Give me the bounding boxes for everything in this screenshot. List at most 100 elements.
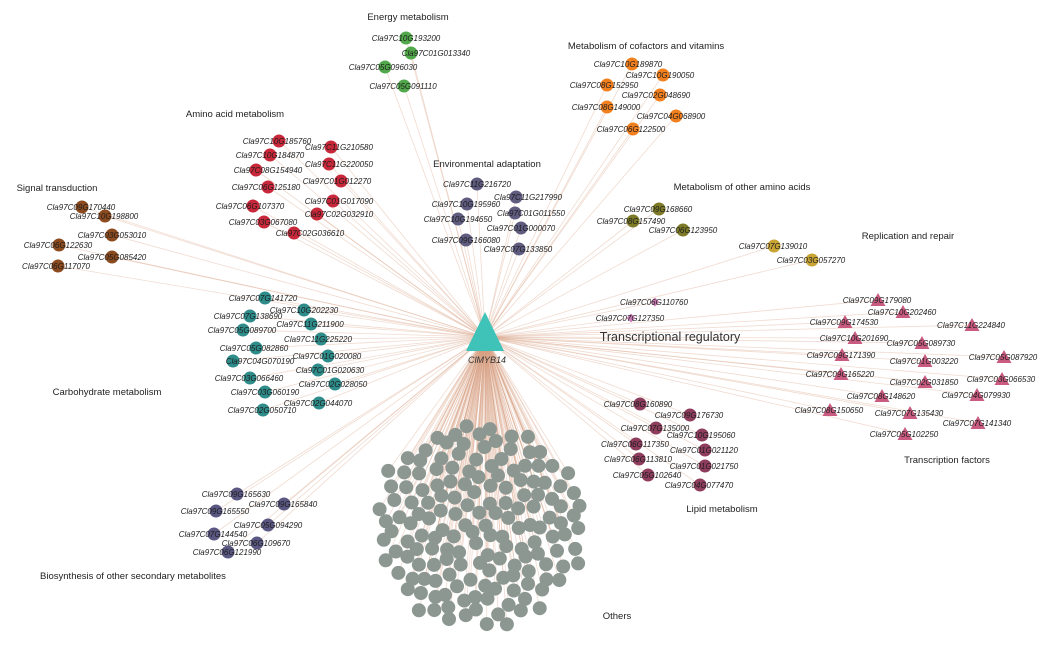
- gene-node-replication-and-repair: [767, 239, 781, 253]
- other-gene-node: [456, 437, 471, 451]
- gene-label-replication-and-repair: Cla97C03G057270: [777, 256, 846, 265]
- edge-others: [484, 336, 512, 437]
- other-gene-node: [468, 590, 483, 605]
- other-gene-node: [480, 591, 495, 606]
- gene-label-metabolism-of-other-amino-acids: Cla97C08G157490: [597, 217, 666, 226]
- gene-node-amino-acid-metabolism: [322, 157, 336, 171]
- other-gene-node: [400, 582, 415, 597]
- gene-label-biosynthesis-of-other-secondary-metabolites: Cla97C09G165630: [202, 490, 271, 499]
- gene-node-carbohydrate-metabolism: [297, 303, 311, 317]
- gene-node-environmental-adaptation: [514, 221, 528, 235]
- category-label-signal-transduction: Signal transduction: [17, 183, 98, 194]
- other-gene-node: [571, 556, 586, 571]
- other-gene-node: [425, 541, 440, 556]
- other-gene-node: [572, 498, 587, 513]
- edge-amino-acid-metabolism: [263, 221, 486, 338]
- other-gene-node: [498, 480, 513, 495]
- gene-label-amino-acid-metabolism: Cla97C02G032910: [305, 210, 374, 219]
- gene-label-amino-acid-metabolism: Cla97C10G184870: [236, 151, 305, 160]
- other-gene-node: [517, 488, 532, 503]
- gene-label-transcription-factors: Cla97C08G150650: [795, 406, 864, 415]
- other-gene-node: [469, 452, 484, 467]
- edge-others: [484, 336, 522, 481]
- other-gene-node: [535, 582, 550, 597]
- other-gene-node: [526, 499, 541, 514]
- edge-replication-and-repair: [484, 259, 813, 338]
- edge-others: [484, 336, 529, 437]
- edge-others: [484, 336, 551, 518]
- edge-biosynthesis-of-other-secondary-metabolites: [236, 336, 486, 495]
- edge-others: [484, 336, 553, 467]
- gene-node-carbohydrate-metabolism: [243, 371, 257, 385]
- other-gene-node: [483, 528, 498, 543]
- edge-others: [484, 336, 499, 476]
- edge-environmental-adaptation: [484, 196, 517, 338]
- edge-signal-transduction: [111, 256, 486, 338]
- gene-label-metabolism-of-cofactors-and-vitamins: Cla97C04G068900: [637, 112, 706, 121]
- other-gene-node: [482, 422, 497, 437]
- edge-carbohydrate-metabolism: [232, 336, 486, 362]
- gene-node-lipid-metabolism: [698, 443, 712, 457]
- edge-environmental-adaptation: [466, 203, 486, 338]
- other-gene-node: [522, 445, 537, 460]
- other-gene-node: [499, 617, 514, 632]
- gene-node-metabolism-of-cofactors-and-vitamins: [656, 68, 670, 82]
- gene-node-transcription-factors: [970, 416, 986, 429]
- gene-label-signal-transduction: Cla97C09G170440: [47, 203, 116, 212]
- gene-node-environmental-adaptation: [470, 177, 484, 191]
- gene-label-biosynthesis-of-other-secondary-metabolites: Cla97C09G165550: [181, 507, 250, 516]
- edge-others: [484, 336, 512, 450]
- hub-label: ClMYB14: [468, 355, 506, 365]
- other-gene-node: [459, 419, 474, 434]
- gene-label-transcription-factors: Cla97C09G174530: [810, 318, 879, 327]
- other-gene-node: [414, 528, 429, 543]
- gene-node-transcription-factors: [834, 348, 850, 361]
- gene-node-transcription-factors: [914, 336, 930, 349]
- edge-others: [437, 336, 486, 439]
- gene-label-lipid-metabolism: Cla97C05G102640: [613, 471, 682, 480]
- gene-label-energy-metabolism: Cla97C10G193200: [372, 34, 441, 43]
- gene-node-signal-transduction: [75, 200, 89, 214]
- edge-others: [484, 336, 526, 599]
- other-gene-node: [506, 463, 521, 478]
- other-gene-node: [418, 443, 433, 458]
- other-gene-node: [378, 514, 393, 529]
- other-gene-node: [477, 440, 492, 454]
- other-gene-node: [571, 521, 586, 536]
- gene-node-lipid-metabolism: [698, 459, 712, 473]
- gene-node-transcription-factors: [837, 315, 853, 328]
- other-gene-node: [532, 520, 547, 535]
- edge-others: [468, 336, 486, 472]
- edge-amino-acid-metabolism: [316, 213, 486, 338]
- category-label-metabolism-of-cofactors-and-vitamins: Metabolism of cofactors and vitamins: [568, 41, 725, 52]
- gene-node-transcription-factors: [917, 354, 933, 367]
- other-gene-node: [482, 563, 497, 578]
- other-gene-node: [430, 430, 445, 445]
- gene-node-replication-and-repair: [805, 253, 819, 267]
- edge-environmental-adaptation: [476, 183, 486, 338]
- edge-carbohydrate-metabolism: [334, 336, 486, 385]
- edge-others: [484, 336, 519, 509]
- edge-biosynthesis-of-other-secondary-metabolites: [213, 336, 486, 535]
- edge-carbohydrate-metabolism: [255, 336, 486, 349]
- edge-others: [484, 336, 501, 559]
- other-gene-node: [400, 549, 415, 564]
- category-label-transcriptional-regulatory: Transcriptional regulatory: [600, 330, 741, 344]
- edge-transcription-factors: [484, 324, 973, 338]
- gene-label-carbohydrate-metabolism: Cla97C02G028050: [299, 380, 368, 389]
- gene-node-transcription-factors: [870, 293, 886, 306]
- gene-label-signal-transduction: Cla97C03G053010: [78, 231, 147, 240]
- gene-label-amino-acid-metabolism: Cla97C02G036610: [276, 229, 345, 238]
- edge-lipid-metabolism: [484, 336, 657, 429]
- edge-energy-metabolism: [410, 52, 486, 338]
- other-gene-node: [513, 603, 528, 618]
- edge-metabolism-of-cofactors-and-vitamins: [484, 84, 608, 338]
- edge-carbohydrate-metabolism: [264, 336, 486, 393]
- gene-label-biosynthesis-of-other-secondary-metabolites: Cla97C05G094290: [234, 521, 303, 530]
- edge-transcription-factors: [484, 336, 843, 356]
- gene-label-energy-metabolism: Cla97C05G091110: [369, 82, 437, 91]
- gene-label-carbohydrate-metabolism: Cla97C11G225220: [284, 335, 352, 344]
- gene-label-carbohydrate-metabolism: Cla97C05G082860: [220, 344, 289, 353]
- hub-node: [466, 312, 504, 351]
- gene-node-metabolism-of-cofactors-and-vitamins: [600, 100, 614, 114]
